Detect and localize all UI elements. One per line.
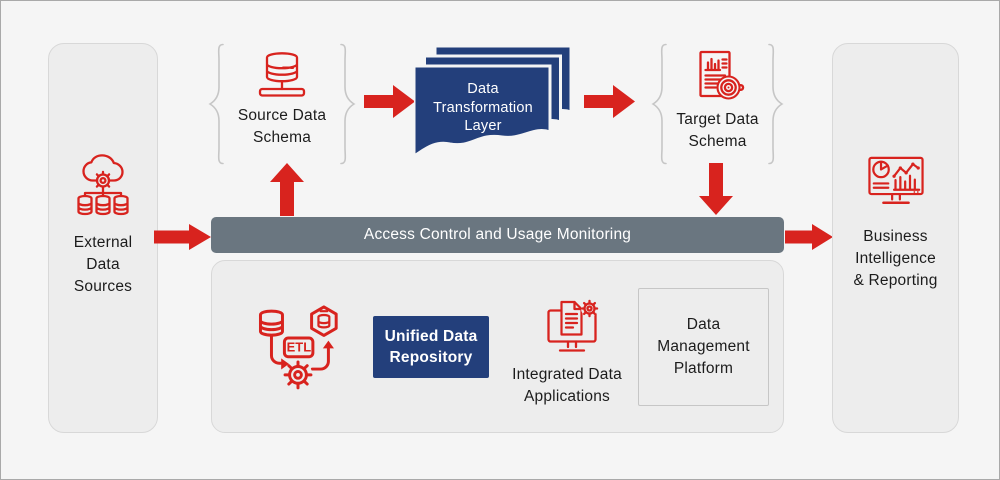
left-brace (651, 43, 667, 165)
stacked-pages-icon (414, 46, 572, 158)
right-brace (340, 43, 356, 165)
source-data-schema-group: Source Data Schema (206, 43, 358, 165)
external-data-sources-label: External Data Sources (73, 234, 133, 295)
database-network-icon (258, 52, 306, 97)
data-management-platform-box: Data Management Platform (638, 288, 769, 406)
access-control-label: Access Control and Usage Monitoring (363, 226, 632, 243)
right-brace (768, 43, 784, 165)
left-brace (208, 43, 224, 165)
monitor-document-gear-icon (547, 299, 599, 352)
arrow-external-to-access-bar (154, 224, 211, 250)
unified-data-repository-box: Unified Data Repository (373, 316, 489, 378)
arrow-access-bar-to-bi (785, 224, 833, 250)
arrow-source-to-transformation (364, 85, 415, 118)
report-target-icon (698, 50, 744, 100)
unified-data-repository-label: Unified Data Repository (384, 328, 478, 366)
source-data-schema-label: Source Data Schema (237, 107, 327, 146)
bi-dashboard-icon (867, 156, 924, 205)
arrow-target-to-access-bar (699, 163, 733, 215)
data-transformation-layer-label: Data Transformation Layer (433, 81, 533, 134)
business-intelligence-label: Business Intelligence & Reporting (853, 228, 938, 289)
target-data-schema-group: Target Data Schema (649, 43, 786, 165)
external-data-sources-box: External Data Sources (48, 43, 158, 433)
integrated-data-applications-label: Integrated Data Applications (512, 366, 622, 405)
data-management-platform-label: Data Management Platform (657, 316, 750, 377)
target-data-schema-label: Target Data Schema (676, 111, 759, 150)
etl-process-icon: ETL (258, 305, 338, 390)
access-control-bar: Access Control and Usage Monitoring (211, 217, 784, 253)
business-intelligence-box: Business Intelligence & Reporting (832, 43, 959, 433)
cloud-databases-icon (77, 154, 129, 216)
arrow-transformation-to-target (584, 85, 635, 118)
etl-badge: ETL (287, 340, 312, 355)
arrow-access-bar-to-source-schema (270, 163, 304, 216)
